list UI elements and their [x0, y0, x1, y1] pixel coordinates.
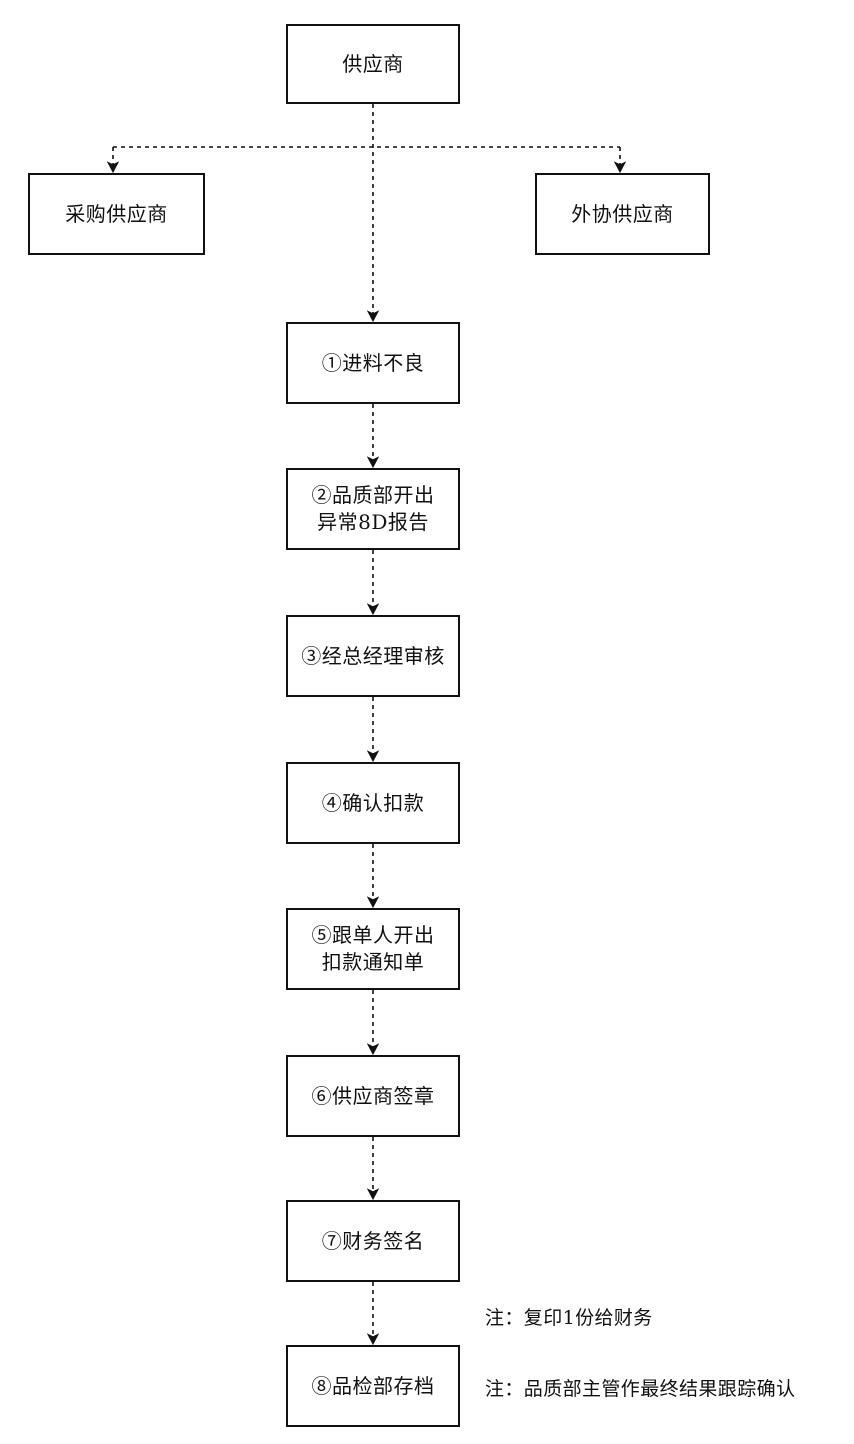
node-step-4-confirm-deduction[interactable]: ④确认扣款 — [286, 762, 460, 844]
note-copy-finance: 注：复印1份给财务 — [485, 1307, 653, 1329]
node-step-3-label: ③经总经理审核 — [301, 643, 445, 668]
node-supplier-label: 供应商 — [342, 51, 404, 76]
node-step-6-label: ⑥供应商签章 — [311, 1083, 435, 1108]
note-final-tracking: 注：品质部主管作最终结果跟踪确认 — [485, 1378, 796, 1400]
node-purchase-supplier[interactable]: 采购供应商 — [28, 173, 205, 255]
node-step-5-deduction-notice[interactable]: ⑤跟单人开出 扣款通知单 — [286, 908, 460, 990]
node-step-7-finance-signature[interactable]: ⑦财务签名 — [286, 1200, 460, 1282]
node-outsource-supplier[interactable]: 外协供应商 — [535, 173, 710, 255]
node-step-1-label: ①进料不良 — [321, 350, 425, 375]
node-outsource-supplier-label: 外协供应商 — [571, 201, 674, 226]
node-step-4-label: ④确认扣款 — [321, 790, 425, 815]
node-step-6-supplier-seal[interactable]: ⑥供应商签章 — [286, 1055, 460, 1137]
node-step-1-incoming-defect[interactable]: ①进料不良 — [286, 322, 460, 404]
node-step-8-qc-archive[interactable]: ⑧品检部存档 — [286, 1345, 460, 1427]
node-step-8-label: ⑧品检部存档 — [311, 1373, 435, 1398]
node-purchase-supplier-label: 采购供应商 — [65, 201, 168, 226]
node-step-3-gm-review[interactable]: ③经总经理审核 — [286, 615, 460, 697]
node-step-5-label: ⑤跟单人开出 扣款通知单 — [311, 923, 435, 974]
node-step-7-label: ⑦财务签名 — [321, 1228, 425, 1253]
node-step-2-qc-8d-report[interactable]: ②品质部开出 异常8D报告 — [286, 468, 460, 550]
node-step-2-label: ②品质部开出 异常8D报告 — [311, 483, 435, 534]
node-supplier[interactable]: 供应商 — [286, 24, 460, 104]
